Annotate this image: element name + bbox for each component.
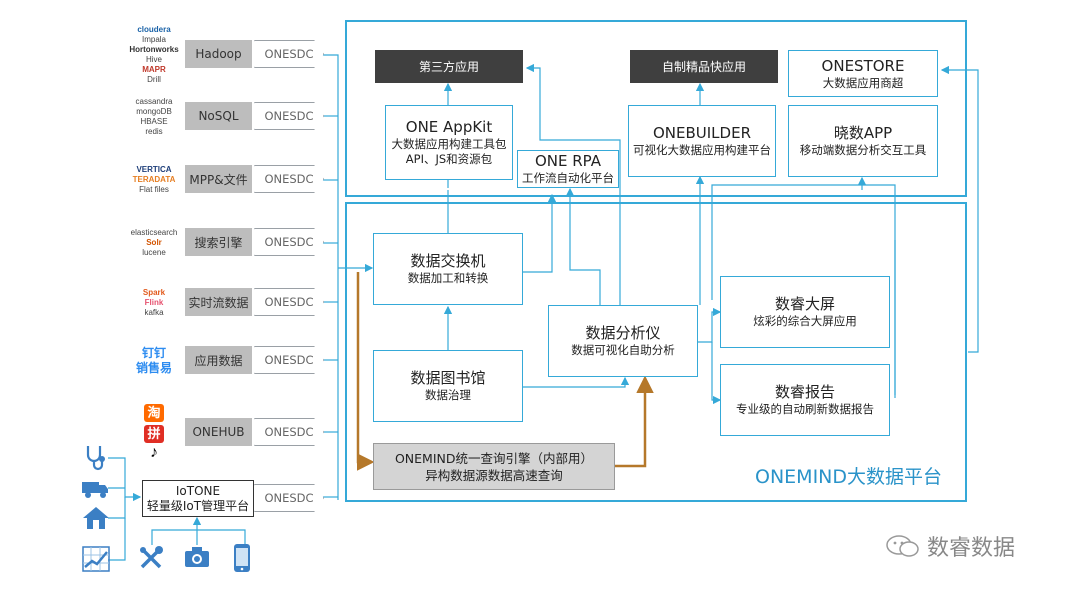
third-party-apps: 第三方应用: [375, 50, 523, 83]
source-logo: kafka: [144, 307, 164, 317]
source-logo: Flink: [144, 297, 164, 307]
appkit-title: ONE AppKit: [405, 118, 493, 136]
query-engine-box[interactable]: ONEMIND统一查询引擎（内部用） 异构数据源数据高速查询: [373, 443, 615, 490]
source-label-1: NoSQL: [185, 102, 252, 130]
source-logo: cassandra: [135, 96, 173, 106]
onestore-subtitle: 大数据应用商超: [822, 75, 904, 90]
source-logo: mongoDB: [136, 106, 172, 116]
source-logo: redis: [145, 126, 163, 136]
onebuilder-box[interactable]: ONEBUILDER 可视化大数据应用构建平台: [628, 105, 776, 177]
shurui-report-box[interactable]: 数睿报告 专业级的自动刷新数据报告: [720, 364, 890, 436]
source-logo: HBASE: [140, 116, 168, 126]
chart-icon: [82, 546, 110, 572]
query-title: ONEMIND统一查询引擎（内部用）: [394, 450, 594, 466]
exchange-title: 数据交换机: [410, 252, 486, 270]
analyzer-subtitle: 数据可视化自助分析: [571, 343, 675, 357]
source-label-0: Hadoop: [185, 40, 252, 68]
source-label-2: MPP&文件: [185, 165, 252, 193]
wechat-icon: [886, 535, 919, 557]
data-analyzer-box[interactable]: 数据分析仪 数据可视化自助分析: [548, 305, 698, 377]
appkit-line1: 大数据应用构建工具包: [391, 137, 507, 151]
source-label-5: 应用数据: [185, 346, 252, 374]
onesdc-connector-1: ONESDC: [254, 102, 324, 130]
onebuilder-subtitle: 可视化大数据应用构建平台: [633, 143, 771, 157]
source-logo: lucene: [142, 247, 166, 257]
analyzer-title: 数据分析仪: [585, 324, 661, 342]
source-logo: TERADATA: [132, 174, 176, 184]
onesdc-connector-3: ONESDC: [254, 228, 324, 256]
onebuilder-title: ONEBUILDER: [652, 124, 751, 142]
source-logo: ♪: [150, 444, 158, 461]
onesdc-connector-5: ONESDC: [254, 346, 324, 374]
report-subtitle: 专业级的自动刷新数据报告: [736, 402, 874, 416]
tools-icon: [140, 546, 163, 569]
appkit-box[interactable]: ONE AppKit 大数据应用构建工具包 API、JS和资源包: [385, 105, 513, 180]
shurui-screen-box[interactable]: 数睿大屏 炫彩的综合大屏应用: [720, 276, 890, 348]
builder-apps: 自制精品快应用: [630, 50, 778, 83]
source-label-4: 实时流数据: [185, 288, 252, 316]
screen-subtitle: 炫彩的综合大屏应用: [753, 314, 857, 328]
source-logo: 钉钉: [141, 345, 166, 360]
phone-icon: [234, 544, 250, 572]
data-exchange-box[interactable]: 数据交换机 数据加工和转换: [373, 233, 523, 305]
source-label-3: 搜索引擎: [185, 228, 252, 256]
apps-layer-frame: [345, 20, 967, 197]
camera-icon: [185, 547, 209, 567]
source-logo: Impala: [141, 34, 166, 44]
source-logo: MAPR: [142, 64, 166, 74]
source-logo: 拼: [144, 425, 164, 443]
source-logo: Hortonworks: [129, 44, 179, 54]
onesdc-connector-6: ONESDC: [254, 418, 324, 446]
source-label-6: ONEHUB: [185, 418, 252, 446]
source-logo: Hive: [145, 54, 162, 64]
iotone-subtitle: 轻量级IoT管理平台: [146, 498, 250, 513]
report-title: 数睿报告: [774, 383, 835, 401]
query-subtitle: 异构数据源数据高速查询: [425, 467, 563, 483]
library-title: 数据图书馆: [410, 369, 486, 387]
onestore-title: ONESTORE: [821, 56, 905, 75]
xiaoshu-subtitle: 移动端数据分析交互工具: [799, 143, 927, 157]
onemind-platform-frame: [345, 202, 967, 502]
source-logo: elasticsearch: [130, 227, 178, 237]
watermark: 数睿数据: [885, 530, 1015, 562]
rpa-box[interactable]: ONE RPA 工作流自动化平台: [517, 150, 619, 188]
library-subtitle: 数据治理: [425, 388, 471, 402]
home-icon: [83, 507, 109, 529]
xiaoshu-app-box[interactable]: 晓数APP 移动端数据分析交互工具: [788, 105, 938, 177]
source-logo: 淘: [144, 404, 164, 422]
source-logos-5: 钉钉销售易: [128, 330, 180, 390]
appkit-line2: API、JS和资源包: [405, 152, 493, 166]
stethoscope-icon: [86, 446, 105, 471]
source-logo: Flat files: [139, 184, 169, 194]
truck-icon: [82, 482, 108, 498]
source-logo: VERTICA: [136, 164, 172, 174]
onesdc-connector-4: ONESDC: [254, 288, 324, 316]
rpa-title: ONE RPA: [534, 152, 602, 170]
onesdc-connector-0: ONESDC: [254, 40, 324, 68]
iotone-box[interactable]: IoTONE 轻量级IoT管理平台: [142, 480, 254, 517]
exchange-subtitle: 数据加工和转换: [407, 271, 489, 285]
platform-name: ONEMIND大数据平台: [755, 466, 943, 488]
xiaoshu-title: 晓数APP: [833, 124, 893, 142]
iot-onesdc-connector: ONESDC: [254, 484, 324, 512]
rpa-subtitle: 工作流自动化平台: [522, 171, 614, 185]
data-library-box[interactable]: 数据图书馆 数据治理: [373, 350, 523, 422]
iotone-title: IoTONE: [175, 483, 221, 498]
source-logos-6: 淘拼♪: [128, 402, 180, 462]
source-logo: Solr: [146, 237, 162, 247]
screen-title: 数睿大屏: [774, 295, 835, 313]
onestore-box[interactable]: ONESTORE 大数据应用商超: [788, 50, 938, 97]
watermark-text: 数睿数据: [927, 536, 1016, 561]
onesdc-connector-2: ONESDC: [254, 165, 324, 193]
source-logo: cloudera: [137, 24, 171, 34]
source-logo: Spark: [142, 287, 166, 297]
source-logo: Drill: [147, 74, 161, 84]
source-logo: 销售易: [135, 360, 172, 375]
